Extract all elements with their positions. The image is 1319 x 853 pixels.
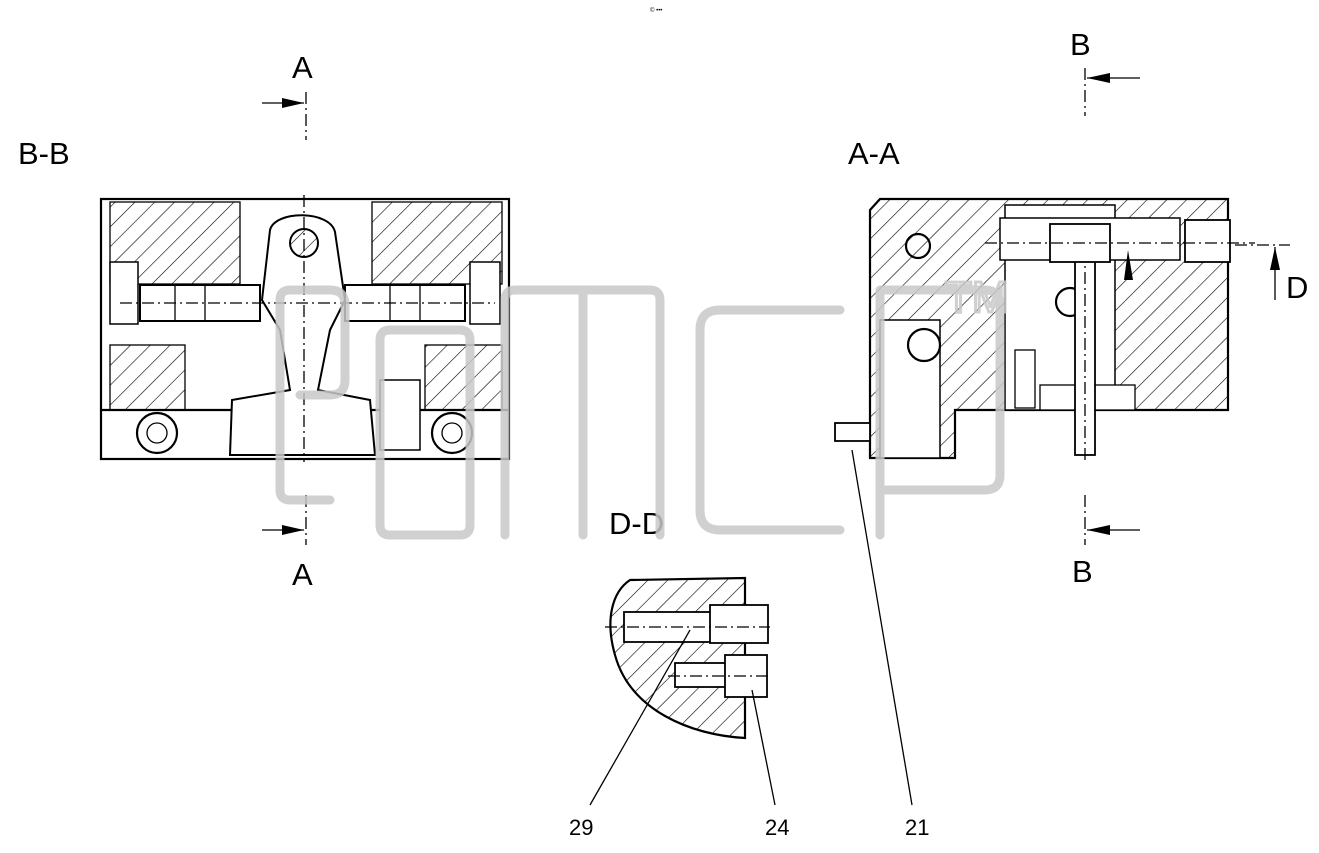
cut-label-b-top: B [1070, 27, 1091, 62]
corner-mark: © ••• [650, 7, 662, 14]
cut-label-d: D [1286, 270, 1308, 305]
section-arrow-d [1235, 244, 1290, 300]
callout-24-label: 24 [765, 815, 789, 840]
view-dd-title: D-D [609, 506, 664, 541]
watermark-logo: TM [275, 272, 1010, 540]
callout-21: 21 [851, 449, 929, 840]
callout-21-label: 21 [905, 815, 929, 840]
cut-label-b-bottom: B [1072, 554, 1093, 589]
section-arrow-b-bottom [1084, 495, 1140, 545]
view-aa: A-A B B D [834, 27, 1308, 589]
aa-housing [834, 197, 1255, 462]
view-bb: B-B A A [18, 50, 511, 592]
callout-29-label: 29 [569, 815, 593, 840]
view-dd: D-D [605, 506, 770, 740]
callout-29: 29 [569, 629, 691, 840]
section-arrow-b-top [1084, 68, 1140, 116]
view-aa-title: A-A [848, 136, 900, 171]
dd-part [605, 576, 770, 740]
watermark-trademark: TM [945, 273, 1009, 322]
view-bb-title: B-B [18, 136, 70, 171]
section-arrow-a-top [262, 92, 307, 140]
callout-24: 24 [751, 689, 789, 840]
cut-label-a-bottom: A [292, 557, 313, 592]
cut-label-a-top: A [292, 50, 313, 85]
